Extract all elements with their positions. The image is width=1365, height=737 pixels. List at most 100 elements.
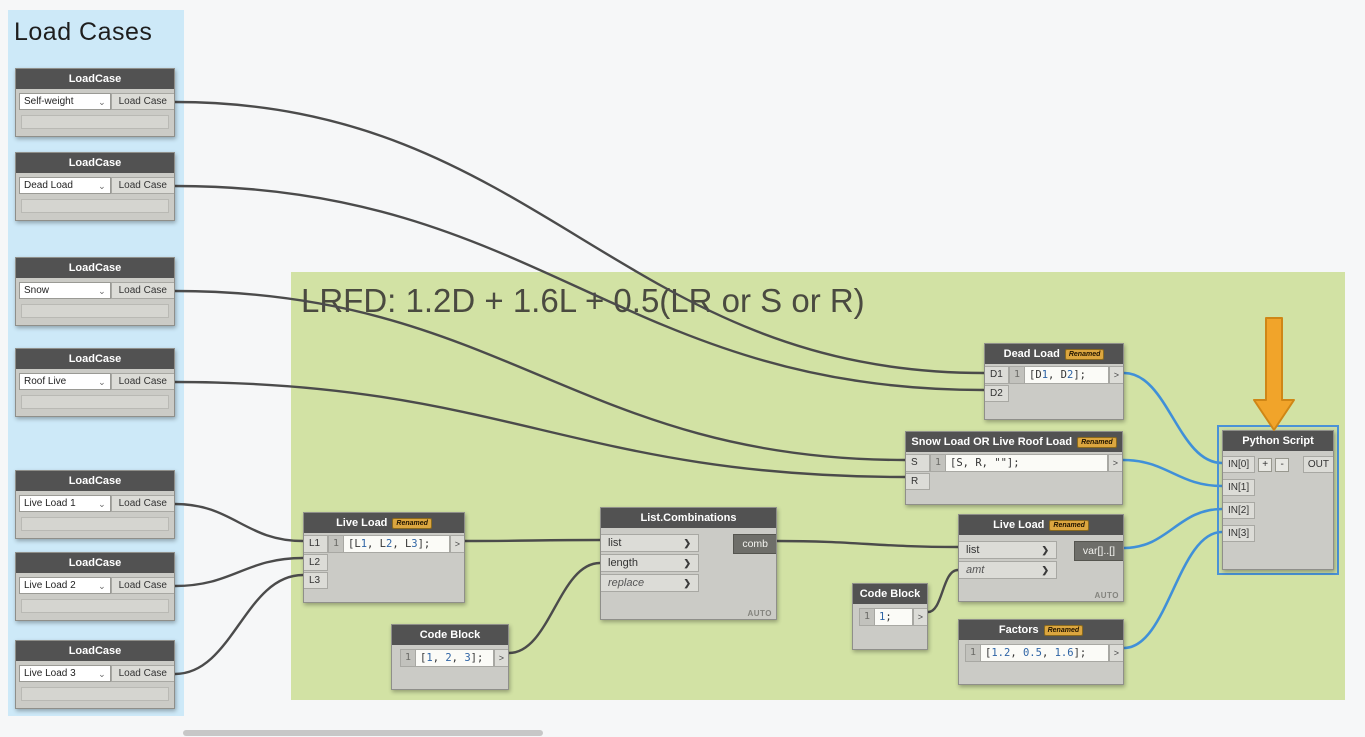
node-header[interactable]: Code Block: [392, 625, 508, 645]
node-header[interactable]: Code Block: [853, 584, 927, 604]
node-header[interactable]: List.Combinations: [601, 508, 776, 528]
output-port-load-case[interactable]: Load Case: [110, 665, 174, 682]
input-port-in1[interactable]: IN[1]: [1223, 479, 1256, 496]
node-header[interactable]: LoadCase: [16, 153, 174, 173]
loadcase-node-dead-load[interactable]: LoadCase Dead Load ⌄ Load Case: [15, 152, 175, 221]
loadcase-node-snow[interactable]: LoadCase Snow ⌄ Load Case: [15, 257, 175, 326]
input-port-d2[interactable]: D2: [985, 385, 1009, 402]
wire[interactable]: [507, 561, 602, 655]
wire[interactable]: [463, 538, 602, 543]
input-port-amt[interactable]: amt ❯: [959, 561, 1057, 579]
node-live-load-list[interactable]: Live Load Renamed list ❯ amt ❯ var[]..[]…: [958, 514, 1124, 602]
node-header[interactable]: LoadCase: [16, 69, 174, 89]
input-port-in3[interactable]: IN[3]: [1223, 525, 1256, 542]
node-header[interactable]: LoadCase: [16, 471, 174, 491]
node-dead-load[interactable]: Dead Load Renamed D1 1 [D1, D2]; > D2: [984, 343, 1124, 420]
node-header[interactable]: Python Script: [1223, 431, 1333, 451]
loadcase-node-self-weight[interactable]: LoadCase Self-weight ⌄ Load Case: [15, 68, 175, 137]
loadcase-node-live-load-3[interactable]: LoadCase Live Load 3 ⌄ Load Case: [15, 640, 175, 709]
horizontal-scrollbar[interactable]: [183, 730, 543, 736]
node-code-block-123[interactable]: Code Block 1 [1, 2, 3]; >: [391, 624, 509, 690]
input-port-l3[interactable]: L3: [304, 572, 328, 589]
wire[interactable]: [173, 573, 305, 676]
input-port-l1[interactable]: L1: [304, 535, 328, 553]
output-port[interactable]: >: [449, 535, 464, 553]
node-header[interactable]: LoadCase: [16, 258, 174, 278]
node-header[interactable]: LoadCase: [16, 553, 174, 573]
input-port-list[interactable]: list ❯: [959, 541, 1057, 559]
input-port-in2[interactable]: IN[2]: [1223, 502, 1256, 519]
input-port-replace[interactable]: replace ❯: [601, 574, 699, 592]
wire[interactable]: [173, 502, 305, 543]
loadcase-dropdown[interactable]: Live Load 1 ⌄: [19, 495, 111, 512]
loadcase-node-roof-live[interactable]: LoadCase Roof Live ⌄ Load Case: [15, 348, 175, 417]
loadcase-dropdown[interactable]: Snow ⌄: [19, 282, 111, 299]
input-port-d1[interactable]: D1: [985, 366, 1009, 384]
node-list-combinations[interactable]: List.Combinations list ❯ length ❯ replac…: [600, 507, 777, 620]
code-text[interactable]: 1;: [875, 608, 913, 626]
wire-selected[interactable]: [1122, 507, 1224, 550]
wire-selected[interactable]: [1122, 530, 1224, 650]
loadcase-dropdown[interactable]: Self-weight ⌄: [19, 93, 111, 110]
wire[interactable]: [775, 539, 960, 549]
node-header[interactable]: Live Load Renamed: [304, 513, 464, 533]
loadcase-dropdown[interactable]: Live Load 3 ⌄: [19, 665, 111, 682]
wire[interactable]: [173, 556, 305, 588]
node-header[interactable]: Snow Load OR Live Roof Load Renamed: [906, 432, 1122, 452]
output-port[interactable]: >: [1108, 644, 1123, 662]
loadcase-dropdown[interactable]: Live Load 2 ⌄: [19, 577, 111, 594]
output-port-load-case[interactable]: Load Case: [110, 373, 174, 390]
loadcase-node-live-load-2[interactable]: LoadCase Live Load 2 ⌄ Load Case: [15, 552, 175, 621]
output-port-load-case[interactable]: Load Case: [110, 577, 174, 594]
code-text[interactable]: [1, 2, 3];: [416, 649, 494, 667]
wire[interactable]: [173, 380, 907, 479]
wire-selected[interactable]: [1122, 371, 1224, 465]
output-port[interactable]: >: [1108, 366, 1123, 384]
output-port-comb[interactable]: comb: [733, 534, 776, 554]
node-header[interactable]: Dead Load Renamed: [985, 344, 1123, 364]
node-python-script[interactable]: Python Script IN[0] + - OUT IN[1] IN[2] …: [1222, 430, 1334, 570]
node-title: Code Block: [859, 588, 921, 600]
output-port-out[interactable]: OUT: [1302, 456, 1333, 473]
output-port-var[interactable]: var[]..[]: [1073, 541, 1123, 561]
node-code-block-1[interactable]: Code Block 1 1; >: [852, 583, 928, 650]
node-header[interactable]: Factors Renamed: [959, 620, 1123, 640]
input-port-r[interactable]: R: [906, 473, 930, 490]
lacing-auto-label[interactable]: AUTO: [1094, 591, 1119, 600]
node-snow-or-roof[interactable]: Snow Load OR Live Roof Load Renamed S 1 …: [905, 431, 1123, 505]
output-port-load-case[interactable]: Load Case: [110, 495, 174, 512]
remove-input-button[interactable]: -: [1275, 457, 1290, 472]
output-port[interactable]: >: [493, 649, 508, 667]
wire[interactable]: [173, 184, 986, 392]
code-text[interactable]: [1.2, 0.5, 1.6];: [981, 644, 1109, 662]
input-port-in0[interactable]: IN[0]: [1223, 456, 1256, 473]
code-text[interactable]: [S, R, ""];: [946, 454, 1108, 472]
input-port-l2[interactable]: L2: [304, 554, 328, 571]
node-live-load-codeblock[interactable]: Live Load Renamed L1 1 [L1, L2, L3]; > L…: [303, 512, 465, 603]
add-input-button[interactable]: +: [1258, 457, 1273, 472]
input-port-length[interactable]: length ❯: [601, 554, 699, 572]
output-port[interactable]: >: [1107, 454, 1122, 472]
output-port-load-case[interactable]: Load Case: [110, 177, 174, 194]
wire[interactable]: [173, 100, 986, 375]
loadcase-dropdown[interactable]: Dead Load ⌄: [19, 177, 111, 194]
lacing-auto-label[interactable]: AUTO: [747, 609, 772, 618]
node-header[interactable]: LoadCase: [16, 641, 174, 661]
output-port-load-case[interactable]: Load Case: [110, 93, 174, 110]
wire-selected[interactable]: [1121, 458, 1224, 488]
code-text[interactable]: [L1, L2, L3];: [344, 535, 450, 553]
output-port[interactable]: >: [912, 608, 927, 626]
node-preview-area: [21, 687, 169, 701]
output-port-load-case[interactable]: Load Case: [110, 282, 174, 299]
loadcase-node-live-load-1[interactable]: LoadCase Live Load 1 ⌄ Load Case: [15, 470, 175, 539]
node-header[interactable]: LoadCase: [16, 349, 174, 369]
input-port-list[interactable]: list ❯: [601, 534, 699, 552]
node-factors[interactable]: Factors Renamed 1 [1.2, 0.5, 1.6]; >: [958, 619, 1124, 685]
wire[interactable]: [173, 289, 907, 462]
wire[interactable]: [926, 568, 960, 614]
node-header[interactable]: Live Load Renamed: [959, 515, 1123, 535]
input-port-s[interactable]: S: [906, 454, 930, 472]
loadcase-dropdown[interactable]: Roof Live ⌄: [19, 373, 111, 390]
code-text[interactable]: [D1, D2];: [1025, 366, 1109, 384]
